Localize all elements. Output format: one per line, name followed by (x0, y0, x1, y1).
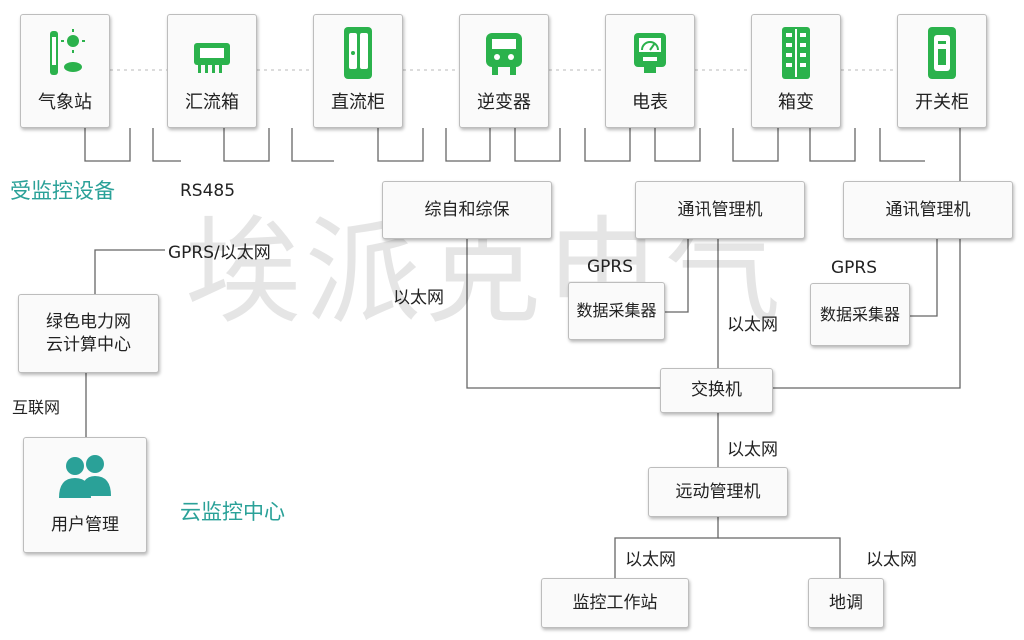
weather-station-icon (50, 29, 85, 75)
ethernet-label-left: 以太网 (393, 288, 444, 308)
cloud-monitoring-center-label: 云监控中心 (180, 500, 285, 524)
data-collector-2-box: 数据采集器 (810, 283, 910, 346)
gprs-ethernet-label: GPRS/以太网 (168, 243, 271, 263)
device-label: 开关柜 (915, 92, 969, 113)
data-collector-1-label: 数据采集器 (576, 301, 657, 321)
inverter-icon (486, 33, 522, 75)
device-label: 逆变器 (477, 92, 531, 113)
ethernet-label-mid: 以太网 (727, 315, 778, 335)
device-label: 气象站 (38, 92, 92, 113)
device-box-transformer: 箱变 (751, 14, 841, 128)
data-collector-2-label: 数据采集器 (819, 304, 900, 324)
comm-manager-1-label: 通讯管理机 (677, 199, 763, 220)
monitoring-workstation-box: 监控工作站 (541, 578, 689, 628)
cloud-center-line1: 绿色电力网 (46, 311, 131, 332)
ethernet-label-switch: 以太网 (727, 440, 778, 460)
integrated-protection-label: 综自和综保 (424, 199, 510, 220)
network-switch-label: 交换机 (691, 380, 742, 401)
users-icon (59, 455, 111, 498)
internet-label: 互联网 (12, 398, 61, 417)
gprs-label-2: GPRS (831, 258, 878, 278)
ethernet-label-workstation: 以太网 (625, 550, 676, 570)
remote-manager-label: 远动管理机 (675, 481, 761, 502)
switchgear-icon (928, 27, 956, 79)
remote-manager-box: 远动管理机 (648, 467, 788, 517)
device-label: 汇流箱 (185, 92, 239, 113)
comm-manager-2-label: 通讯管理机 (885, 199, 971, 220)
box-transformer-icon (782, 27, 810, 79)
gprs-label-1: GPRS (587, 257, 634, 277)
comm-manager-2-box: 通讯管理机 (843, 181, 1013, 239)
integrated-protection-box: 综自和综保 (382, 181, 552, 239)
monitoring-workstation-label: 监控工作站 (572, 592, 658, 613)
cloud-center-line2: 云计算中心 (46, 334, 131, 355)
ethernet-label-dispatch: 以太网 (866, 550, 917, 570)
device-inverter: 逆变器 (459, 14, 549, 128)
cloud-computing-center-box: 绿色电力网 云计算中心 (18, 294, 159, 373)
network-switch-box: 交换机 (660, 368, 773, 413)
device-label: 直流柜 (331, 92, 385, 113)
regional-dispatch-label: 地调 (829, 592, 863, 613)
device-dc-cabinet: 直流柜 (313, 14, 403, 128)
device-weather-station: 气象站 (20, 14, 110, 128)
data-collector-1-box: 数据采集器 (568, 282, 665, 340)
monitored-devices-label: 受监控设备 (10, 179, 115, 203)
user-management-label: 用户管理 (51, 515, 119, 535)
device-meter: 电表 (605, 14, 695, 128)
comm-manager-1-box: 通讯管理机 (635, 181, 805, 239)
combiner-box-icon (194, 43, 230, 73)
device-label: 电表 (632, 92, 668, 113)
device-switchgear: 开关柜 (897, 14, 987, 128)
dc-cabinet-icon (344, 27, 372, 79)
rs485-label: RS485 (180, 181, 236, 201)
user-management-box: 用户管理 (23, 437, 147, 553)
meter-icon (634, 33, 666, 73)
device-combiner-box: 汇流箱 (167, 14, 257, 128)
device-label: 箱变 (778, 92, 814, 113)
regional-dispatch-box: 地调 (808, 578, 884, 628)
